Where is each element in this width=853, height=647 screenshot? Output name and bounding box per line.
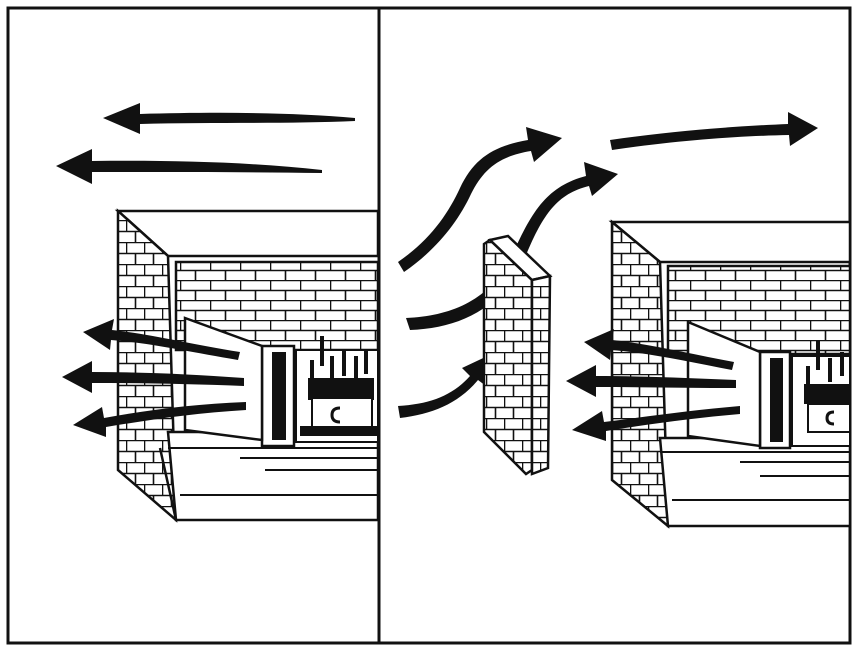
engine-icon bbox=[260, 336, 379, 448]
brick-wall-icon bbox=[482, 234, 553, 476]
arrow-curved-up-icon bbox=[398, 127, 562, 272]
arrow-left-icon bbox=[566, 365, 736, 397]
arrow-right-icon bbox=[610, 112, 818, 150]
engine-icon bbox=[758, 340, 851, 450]
arrow-curved-up-icon bbox=[398, 352, 496, 418]
arrow-left-icon bbox=[56, 149, 322, 184]
arrow-left-icon bbox=[584, 329, 734, 370]
arrow-left-icon bbox=[62, 361, 244, 393]
arrow-left-icon bbox=[103, 103, 355, 134]
arrow-left-icon bbox=[83, 319, 240, 360]
left-panel bbox=[56, 103, 380, 523]
arrow-left-icon bbox=[73, 402, 246, 437]
arrow-left-icon bbox=[572, 406, 740, 441]
arrow-curved-up-icon bbox=[406, 162, 618, 330]
brick-enclosure bbox=[114, 208, 380, 523]
right-panel bbox=[398, 112, 852, 529]
